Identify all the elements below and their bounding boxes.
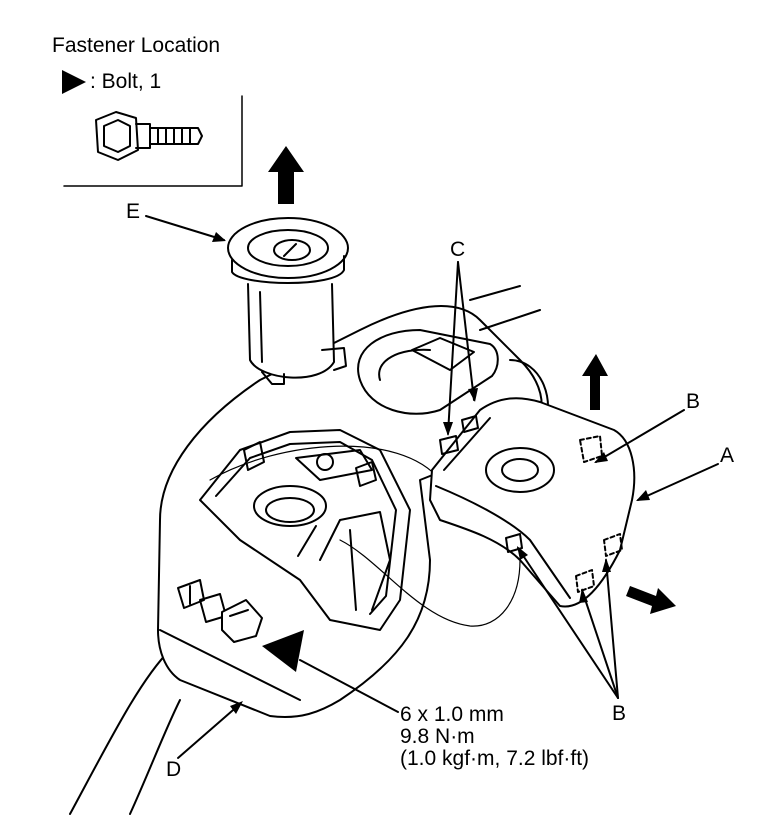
- upper-cover: [429, 397, 636, 608]
- removal-arrow-cylinder: [268, 146, 304, 204]
- arrowhead-c1: [443, 422, 453, 436]
- torque-spec: 6 x 1.0 mm 9.8 N·m (1.0 kgf·m, 7.2 lbf·f…: [400, 704, 589, 770]
- arrowhead-a: [636, 490, 650, 501]
- bolt-location-triangle: [262, 630, 304, 672]
- leader-spec: [299, 659, 399, 713]
- housing-bolt: [177, 579, 263, 643]
- callout-b-upper: B: [686, 390, 701, 413]
- spec-torque-nm: 9.8 N·m: [400, 725, 475, 748]
- leader-e: [145, 215, 225, 241]
- leader-b2: [581, 589, 619, 699]
- arrowhead-d: [230, 701, 243, 714]
- legend-entry: : Bolt, 1: [62, 70, 161, 94]
- legend-entry-label: : Bolt, 1: [90, 70, 162, 93]
- leader-b3: [605, 559, 619, 699]
- spec-torque-alt: (1.0 kgf·m, 7.2 lbf·ft): [400, 747, 590, 770]
- arrowhead-e: [212, 232, 226, 242]
- arrowhead-b3: [602, 558, 611, 572]
- callout-a: A: [720, 444, 735, 467]
- key-cylinder: [227, 217, 349, 385]
- arrowhead-c2: [468, 388, 478, 402]
- removal-arrow-cover-out: [626, 586, 676, 614]
- legend-box-border: [63, 95, 243, 187]
- callout-b-lower: B: [612, 702, 627, 725]
- removal-arrow-cover-up: [582, 354, 608, 410]
- leader-b-upper: [595, 409, 685, 463]
- callout-c: C: [450, 238, 466, 261]
- spec-size: 6 x 1.0 mm: [400, 703, 504, 726]
- leader-c1: [447, 261, 459, 435]
- legend-title: Fastener Location: [52, 34, 221, 57]
- leader-b1: [517, 547, 619, 699]
- arrowhead-b-upper: [594, 452, 608, 463]
- leader-d: [177, 703, 241, 759]
- bolt-icon: [95, 111, 203, 161]
- bolt-marker-icon: [62, 70, 86, 94]
- steering-column-outline: [69, 649, 171, 815]
- arrowhead-b2: [579, 588, 588, 603]
- leader-a: [637, 463, 719, 501]
- oval-bracket: [357, 329, 499, 415]
- callout-d: D: [166, 758, 182, 781]
- callout-e: E: [126, 200, 141, 223]
- arrowhead-b1: [517, 546, 528, 560]
- leader-c2: [457, 261, 475, 401]
